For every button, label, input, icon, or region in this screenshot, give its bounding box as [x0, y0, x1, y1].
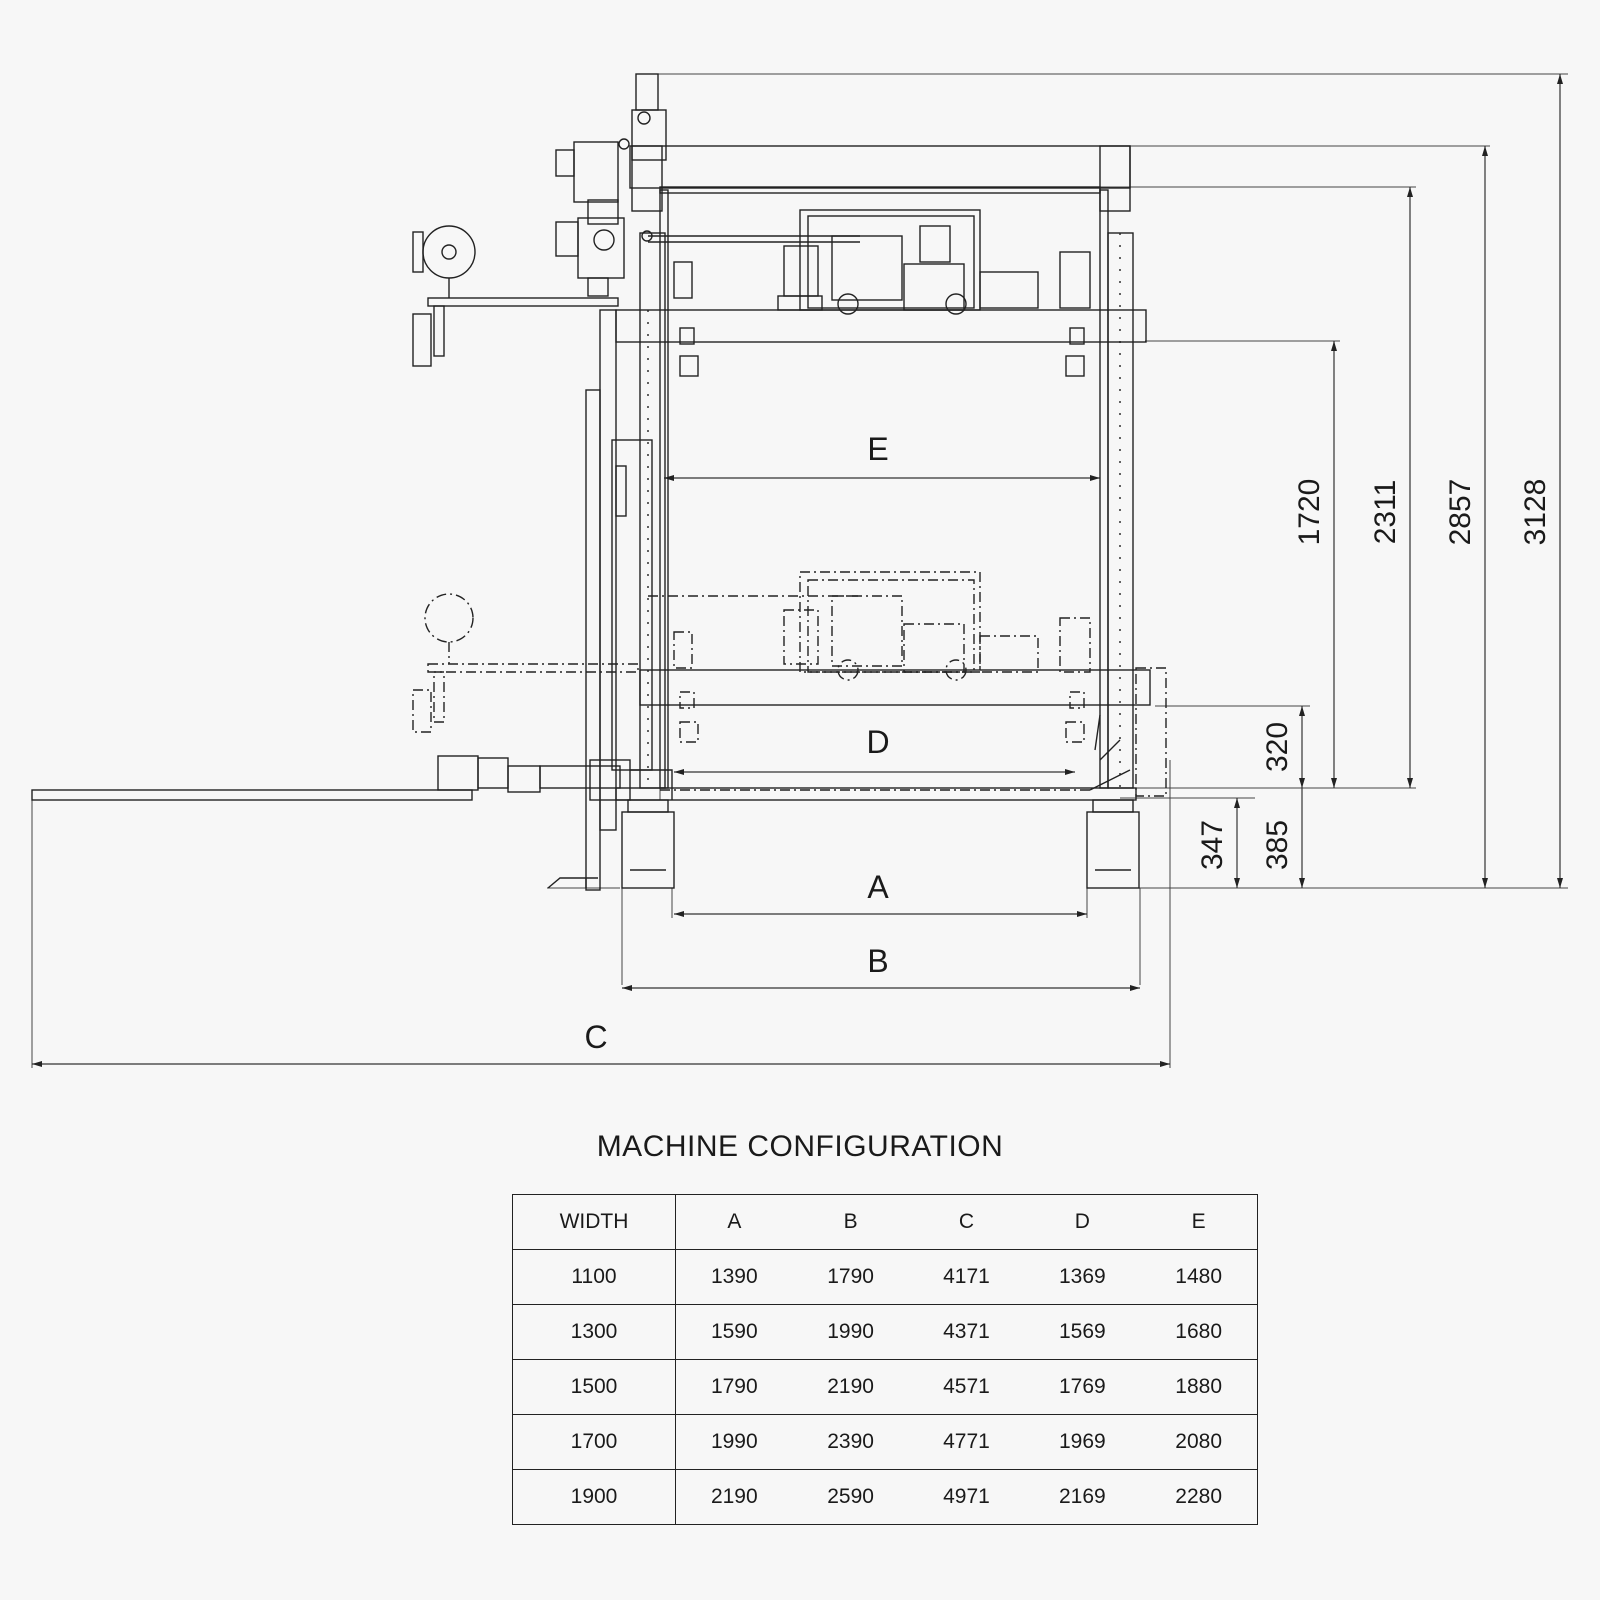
- dimension-value-2311: 2311: [1369, 480, 1402, 545]
- dimension-value-385: 385: [1261, 820, 1294, 870]
- table-cell: 4771: [908, 1414, 1025, 1470]
- dimension-label-d: D: [866, 724, 889, 760]
- table-row: 1700 1990 2390 4771 1969 2080: [512, 1414, 1258, 1470]
- table-cell-width: 1300: [512, 1304, 676, 1360]
- dimension-label-b: B: [867, 943, 888, 979]
- table-cell: 1680: [1140, 1304, 1258, 1360]
- dimension-value-1720: 1720: [1293, 479, 1326, 546]
- dimension-label-a: A: [867, 869, 889, 905]
- dimension-value-2857: 2857: [1444, 479, 1477, 546]
- gantry-frame: [615, 145, 1151, 801]
- table-cell: 1569: [1024, 1304, 1141, 1360]
- table-cell: 1480: [1140, 1249, 1258, 1305]
- table-cell: 2190: [792, 1359, 909, 1415]
- dimension-label-c: C: [584, 1019, 607, 1055]
- table-header-row: WIDTH A B C D E: [512, 1194, 1258, 1250]
- table-cell: 1880: [1140, 1359, 1258, 1415]
- side-column-conveyor: [31, 309, 653, 891]
- upper-reel-arm: [412, 225, 619, 367]
- upper-carriage: [641, 209, 1091, 377]
- extension-lines: [31, 73, 1568, 1068]
- table-cell: 1990: [675, 1414, 793, 1470]
- table-cell-width: 1900: [512, 1469, 676, 1525]
- table-cell: 1590: [675, 1304, 793, 1360]
- table-cell: 2590: [792, 1469, 909, 1525]
- dimension-value-3128: 3128: [1519, 479, 1552, 546]
- table-cell-width: 1500: [512, 1359, 676, 1415]
- table-cell: 1390: [675, 1249, 793, 1305]
- column-header-d: D: [1074, 1210, 1090, 1233]
- table-cell: 1790: [675, 1359, 793, 1415]
- table-row: 1100 1390 1790 4171 1369 1480: [512, 1249, 1258, 1305]
- table-cell: 2080: [1140, 1414, 1258, 1470]
- table-cell: 4371: [908, 1304, 1025, 1360]
- table-cell: 1369: [1024, 1249, 1141, 1305]
- lower-carriage: [648, 571, 1167, 797]
- table-cell: 2169: [1024, 1469, 1141, 1525]
- table-cell: 4171: [908, 1249, 1025, 1305]
- table-cell: 4971: [908, 1469, 1025, 1525]
- table-cell: 1990: [792, 1304, 909, 1360]
- horizontal-dimension-lines: [32, 477, 1170, 1065]
- dimension-value-347: 347: [1196, 820, 1229, 870]
- table-row: 1900 2190 2590 4971 2169 2280: [512, 1469, 1258, 1525]
- table-cell: 1769: [1024, 1359, 1141, 1415]
- table-cell: 1790: [792, 1249, 909, 1305]
- column-header-width: WIDTH: [512, 1194, 676, 1250]
- motor-tower: [555, 73, 667, 297]
- table-row: 1300 1590 1990 4371 1569 1680: [512, 1304, 1258, 1360]
- column-header-e: E: [1191, 1210, 1206, 1233]
- column-header-b: B: [843, 1210, 858, 1233]
- dimension-arrowheads: [32, 74, 1563, 1067]
- table-cell-width: 1100: [512, 1249, 676, 1305]
- table-cell: 2390: [792, 1414, 909, 1470]
- machine-configuration-table: WIDTH A B C D E 1100 1390 1790 4171 1369…: [512, 1194, 1258, 1525]
- column-header-a: A: [727, 1210, 742, 1233]
- column-header-c: C: [958, 1210, 975, 1233]
- table-cell: 2280: [1140, 1469, 1258, 1525]
- table-cell-width: 1700: [512, 1414, 676, 1470]
- table-cell: 1969: [1024, 1414, 1141, 1470]
- config-table-title: MACHINE CONFIGURATION: [596, 1130, 1004, 1163]
- vertical-dimension-lines: [1236, 74, 1561, 888]
- table-cell: 4571: [908, 1359, 1025, 1415]
- lower-reel-arm: [412, 593, 639, 733]
- dimension-label-e: E: [867, 431, 888, 467]
- table-row: 1500 1790 2190 4571 1769 1880: [512, 1359, 1258, 1415]
- machine-technical-drawing: E D A B C 347 385 320 1720 2311 2857 312…: [31, 73, 1568, 1068]
- dimension-value-320: 320: [1261, 722, 1294, 772]
- table-cell: 2190: [675, 1469, 793, 1525]
